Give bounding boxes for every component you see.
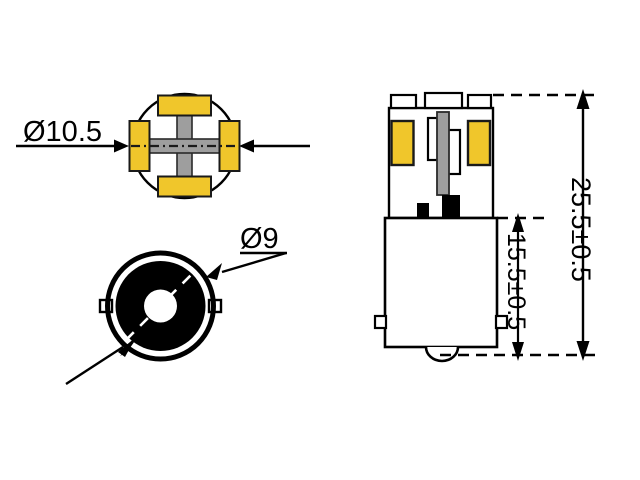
base-height-arrow-top bbox=[512, 213, 524, 232]
leader-arrowhead-left bbox=[114, 139, 129, 153]
leader-arrowhead-right bbox=[239, 139, 254, 153]
side-view-top-tab-center bbox=[423, 91, 464, 110]
base-height-arrow-bottom bbox=[512, 342, 524, 361]
led-chip-bottom bbox=[157, 175, 212, 198]
side-view-center-post bbox=[436, 111, 450, 196]
led-chip-top bbox=[157, 94, 212, 117]
side-view-contact-pin-large bbox=[442, 195, 460, 218]
dimension-label-diameter-top: Ø10.5 bbox=[23, 116, 102, 148]
top-view-right-arrow bbox=[239, 139, 310, 153]
side-view-bayonet-pin-left bbox=[373, 314, 388, 330]
overall-height-arrow-bottom bbox=[576, 341, 590, 361]
top-view-group: Ø10.5 bbox=[16, 92, 310, 200]
dimension-base-height: 15.5±0.5 bbox=[502, 213, 530, 361]
base-diagonal-centerline bbox=[125, 270, 196, 341]
side-view-contact-pin-small bbox=[417, 203, 429, 218]
base-lower-leader bbox=[65, 337, 137, 386]
bottom-view-group: Ø9 bbox=[65, 223, 287, 386]
side-view-group: 25.5±0.5 15.5±0.5 bbox=[373, 89, 600, 363]
diameter-base-leader bbox=[206, 251, 287, 280]
side-view-top-tab-left bbox=[389, 93, 418, 110]
dimension-overall-height: 25.5±0.5 bbox=[566, 89, 596, 361]
overall-height-arrow-top bbox=[576, 89, 590, 109]
dimension-label-base-height: 15.5±0.5 bbox=[502, 233, 530, 330]
diameter-top-leader bbox=[16, 139, 129, 153]
dimension-label-diameter-base: Ø9 bbox=[240, 223, 279, 255]
side-view-led-right bbox=[466, 119, 492, 167]
side-view-led-left bbox=[390, 119, 415, 167]
dimension-label-overall-height: 25.5±0.5 bbox=[566, 177, 596, 282]
side-view-top-tab-right bbox=[466, 93, 493, 110]
base-lower-arrowhead-fill bbox=[118, 337, 136, 357]
side-view-bayonet-cap bbox=[383, 216, 499, 349]
diameter-base-arrowhead bbox=[206, 263, 222, 280]
side-view-bayonet-pin-right bbox=[494, 314, 509, 330]
base-outer-ring bbox=[105, 250, 216, 362]
